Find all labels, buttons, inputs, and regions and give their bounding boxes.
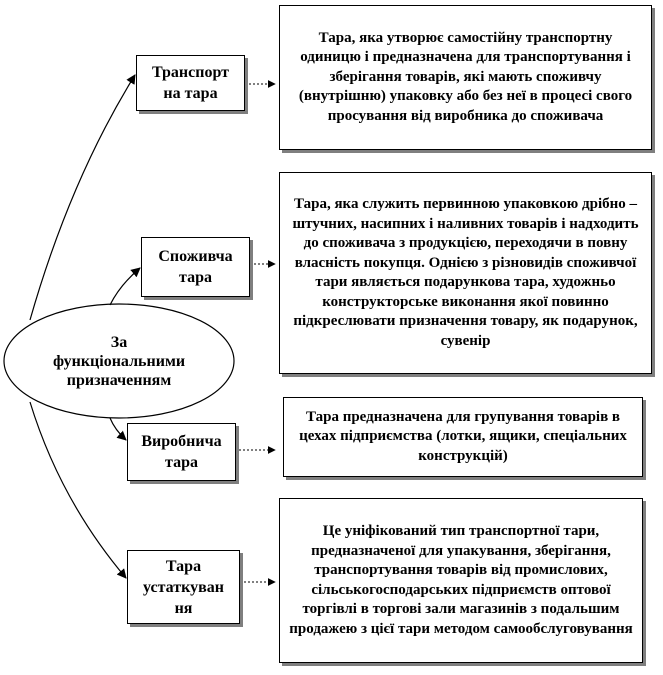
category-label-consumer: Споживча тара <box>158 248 233 286</box>
description-box-transport: Тара, яка утворює самостійну транспортну… <box>279 5 652 150</box>
description-box-production: Тара предназначена для групування товарі… <box>283 397 643 477</box>
category-box-consumer: Споживча тара <box>141 237 250 297</box>
category-box-production: Виробнича тара <box>127 423 236 481</box>
root-ellipse <box>3 303 235 419</box>
root-node: За функціональними призначенням <box>4 302 234 420</box>
arrow-root-to-equipment <box>29 401 127 579</box>
description-box-consumer: Тара, яка служить первинною упаковкою др… <box>279 172 652 374</box>
category-box-transport: Транспорт на тара <box>136 55 245 111</box>
arrow-root-to-consumer <box>109 267 141 306</box>
category-box-equipment: Тара устаткуван ня <box>127 550 240 624</box>
description-text-production: Тара предназначена для групування товарі… <box>299 408 627 464</box>
arrow-root-to-transport <box>29 74 136 321</box>
arrow-root-to-production <box>109 417 127 441</box>
category-label-transport: Транспорт на тара <box>151 64 230 102</box>
description-text-consumer: Тара, яка служить первинною упаковкою др… <box>292 196 639 349</box>
description-text-transport: Тара, яка утворює самостійну транспортну… <box>298 29 633 124</box>
category-label-production: Виробнича тара <box>141 433 222 471</box>
description-box-equipment: Це уніфікований тип транспортної тари, п… <box>279 498 643 663</box>
root-label: За функціональними призначенням <box>52 333 186 389</box>
description-text-equipment: Це уніфікований тип транспортної тари, п… <box>289 523 633 637</box>
category-label-equipment: Тара устаткуван ня <box>143 557 224 617</box>
